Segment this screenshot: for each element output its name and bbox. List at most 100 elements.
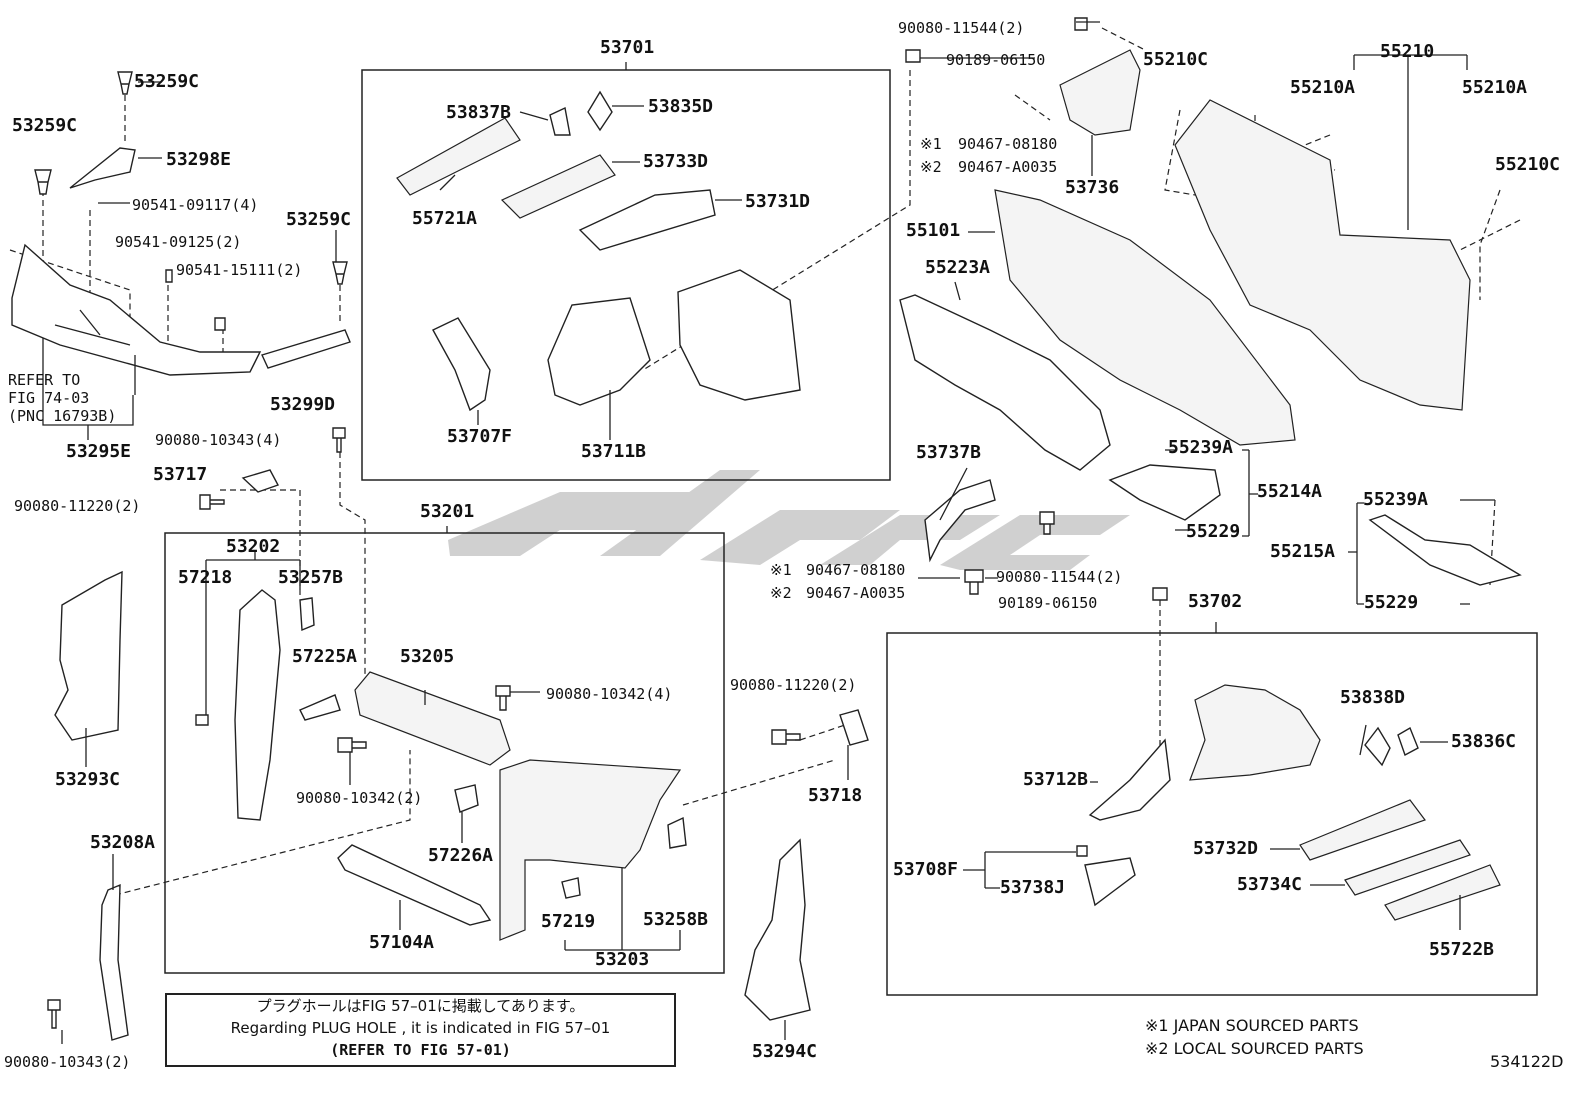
- group-frame-53702: [886, 632, 1538, 996]
- part-number-label: 53717: [153, 464, 208, 485]
- part-bolt-90080-10343: [332, 427, 346, 453]
- part-90541-clip: [165, 269, 226, 331]
- part-number-label: 53259C: [12, 115, 78, 136]
- part-number-label: 90080-10343(4): [155, 431, 282, 449]
- part-53734C: [1344, 839, 1471, 896]
- part-number-label: 53208A: [90, 832, 156, 853]
- part-number-label: 53734C: [1237, 874, 1303, 895]
- part-57218: [195, 714, 209, 726]
- part-number-label: 53732D: [1193, 838, 1259, 859]
- part-number-label: 53259C: [286, 209, 352, 230]
- part-53259C-clip-left: [34, 169, 52, 195]
- part-53838D: [1364, 726, 1391, 767]
- part-clip-90189-mid: [1152, 587, 1168, 601]
- refer-line-3: (PNC 16793B): [8, 407, 117, 425]
- part-55101-dash: [994, 189, 1296, 446]
- part-number-label: 53718: [808, 785, 863, 806]
- part-57219: [561, 877, 581, 899]
- part-number-label: 57225A: [292, 646, 358, 667]
- part-number-label: 55210C: [1495, 154, 1561, 175]
- part-bolt-90080-11544: [1039, 511, 1055, 535]
- part-number-label: 53707F: [447, 426, 513, 447]
- part-53293C: [54, 570, 123, 741]
- part-number-label: 53205: [400, 646, 455, 667]
- part-53738J: [1084, 857, 1136, 907]
- part-53257B: [299, 597, 315, 632]
- part-number-label: 53733D: [643, 151, 709, 172]
- part-number-label: 90467-08180: [806, 561, 906, 579]
- part-number-label: 53257B: [278, 567, 344, 588]
- part-number-label: 90189-06150: [946, 51, 1046, 69]
- part-bolt-90080-10342-b: [337, 737, 367, 753]
- part-number-label: 55721A: [412, 208, 478, 229]
- part-number-label: 90080-11220(2): [14, 497, 141, 515]
- part-53736: [1059, 49, 1141, 136]
- note-english: Regarding PLUG HOLE , it is indicated in…: [230, 1019, 611, 1037]
- watermark-logo: [448, 470, 1130, 570]
- part-number-label: 55210C: [1143, 49, 1209, 70]
- part-inner-apron: [677, 269, 801, 401]
- part-53717: [241, 469, 280, 493]
- part-number-label: 90080-11544(2): [996, 568, 1123, 586]
- part-number-label: 90541-09117(4): [132, 196, 259, 214]
- group-label: 53702: [1188, 591, 1243, 612]
- part-number-label: 90080-11220(2): [730, 676, 857, 694]
- part-number-label: 53259C: [134, 71, 200, 92]
- part-number-label: 53737B: [916, 442, 982, 463]
- legend-local-sourced: ※2 LOCAL SOURCED PARTS: [1145, 1039, 1364, 1058]
- part-number-label: 53295E: [66, 441, 132, 462]
- source-mark-2: ※2: [770, 584, 792, 602]
- part-53205: [354, 671, 511, 766]
- group-frame-53201: [164, 532, 725, 974]
- part-55210: [1174, 99, 1471, 411]
- part-53835D: [587, 90, 613, 132]
- part-53718: [839, 709, 869, 746]
- part-57104A: [337, 844, 492, 926]
- part-shock-tower: [1189, 684, 1321, 781]
- part-number-label: 55214A: [1257, 481, 1323, 502]
- part-53295E-undercover: [11, 243, 262, 376]
- part-number-label: 53837B: [446, 102, 512, 123]
- part-53259C-clip-top: [117, 71, 133, 95]
- source-mark-1: ※1: [770, 561, 792, 579]
- part-number-label: 55239A: [1168, 437, 1234, 458]
- part-number-label: 53294C: [752, 1041, 818, 1062]
- part-number-label: 90467-A0035: [806, 584, 906, 602]
- part-bolt-90080-11220-b: [771, 729, 801, 745]
- part-number-label: 53293C: [55, 769, 121, 790]
- part-53731D: [578, 189, 716, 251]
- part-53203: [499, 759, 682, 941]
- group-frame-53701: [361, 69, 891, 481]
- part-number-label: 55210A: [1290, 77, 1356, 98]
- part-number-label: 90467-08180: [958, 135, 1058, 153]
- part-number-label: 53838D: [1340, 687, 1406, 708]
- part-53707F: [432, 317, 491, 412]
- part-53712B: [1088, 738, 1171, 821]
- refer-line-2: FIG 74-03: [8, 389, 90, 407]
- part-53836C: [1397, 726, 1419, 757]
- part-number-label: 53202: [226, 536, 281, 557]
- part-53837B: [549, 106, 571, 136]
- part-number-label: 55229: [1186, 521, 1241, 542]
- part-number-label: 53708F: [893, 859, 959, 880]
- part-53259C-clip-right: [332, 261, 348, 285]
- part-number-label: 57219: [541, 911, 596, 932]
- legend-japan-sourced: ※1 JAPAN SOURCED PARTS: [1145, 1016, 1359, 1035]
- part-number-label: 53258B: [643, 909, 709, 930]
- part-bolt-90080-11220: [199, 494, 225, 510]
- part-bolt-top: [1074, 17, 1088, 31]
- part-number-label: 57218: [178, 567, 233, 588]
- part-57225A: [299, 694, 341, 721]
- part-number-label: 53731D: [745, 191, 811, 212]
- part-number-label: 90080-10342(2): [296, 789, 423, 807]
- part-number-label: 53836C: [1451, 731, 1517, 752]
- source-mark-1: ※1: [920, 135, 942, 153]
- part-53202: [234, 589, 281, 821]
- part-bolt-bottom: [47, 999, 61, 1029]
- note-japanese: プラグホールはFIG 57–01に掲載してあります。: [256, 997, 585, 1015]
- part-number-label: 90080-10342(4): [546, 685, 673, 703]
- part-55214A: [1108, 464, 1221, 521]
- part-clip-90189-top: [905, 49, 921, 63]
